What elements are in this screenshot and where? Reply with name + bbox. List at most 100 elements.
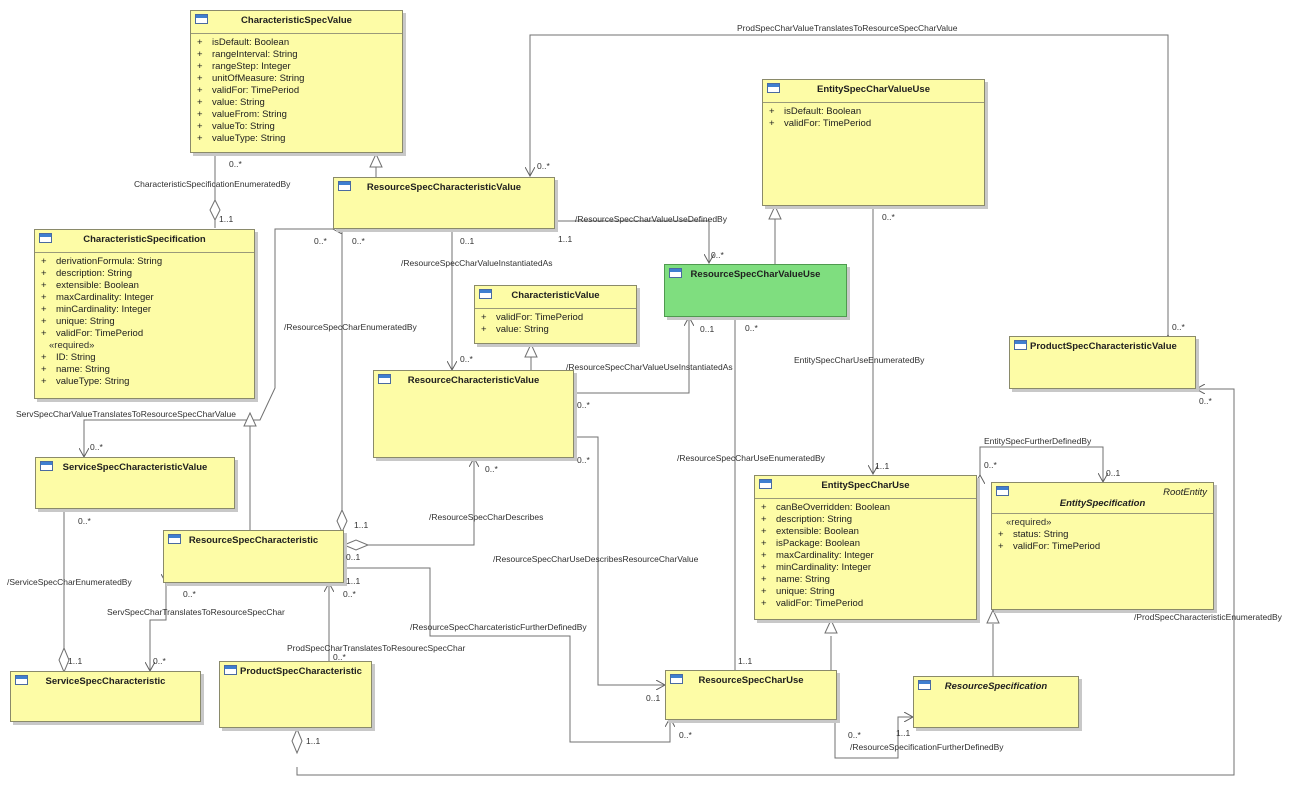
class-resource-specification[interactable]: ResourceSpecification	[913, 676, 1079, 728]
attribute-row: +canBeOverridden: Boolean	[761, 502, 972, 514]
class-entity-specification[interactable]: RootEntity EntitySpecification «required…	[991, 482, 1214, 610]
multiplicity: 0..*	[352, 236, 365, 246]
attribute-text: description: String	[776, 514, 853, 525]
class-resource-characteristic-value[interactable]: ResourceCharacteristicValue	[373, 370, 574, 458]
class-characteristic-specification[interactable]: CharacteristicSpecification +derivationF…	[34, 229, 255, 399]
attribute-text: status: String	[1013, 529, 1069, 540]
assoc-label: EntitySpecCharUseEnumeratedBy	[794, 355, 925, 365]
multiplicity: 1..1	[346, 576, 361, 586]
visibility-marker: +	[197, 49, 203, 60]
attribute-row: +unique: String	[41, 316, 250, 328]
assoc-label: /ResourceSpecCharValueUseDefinedBy	[575, 214, 727, 224]
assoc-label: /ResourceSpecCharcateristicFurtherDefine…	[410, 622, 587, 632]
attribute-text: minCardinality: Integer	[776, 562, 872, 573]
class-product-spec-characteristic[interactable]: ProductSpecCharacteristic	[219, 661, 372, 728]
multiplicity: 0..*	[229, 159, 242, 169]
attribute-row: +validFor: TimePeriod	[761, 598, 972, 610]
visibility-marker: +	[761, 598, 767, 609]
attribute-text: valueType: String	[56, 376, 130, 387]
required-attribute-list: +ID: String+name: String+valueType: Stri…	[41, 352, 250, 388]
attribute-row: +isDefault: Boolean	[769, 106, 980, 118]
attribute-text: isDefault: Boolean	[212, 37, 290, 48]
assoc-rscvu-defined-line	[555, 220, 709, 263]
assoc-prodspec-translates-line	[530, 34, 1168, 335]
class-resource-spec-char-use[interactable]: ResourceSpecCharUse	[665, 670, 837, 720]
multiplicity: 0..*	[78, 516, 91, 526]
visibility-marker: +	[41, 316, 47, 327]
attribute-text: name: String	[776, 574, 830, 585]
attribute-text: isDefault: Boolean	[784, 106, 862, 117]
multiplicity: 0..*	[1199, 396, 1212, 406]
visibility-marker: +	[769, 118, 775, 129]
class-icon	[39, 233, 52, 243]
multiplicity: 0..1	[700, 324, 715, 334]
assoc-label: /ResourceSpecCharValueUseInstantiatedAs	[566, 362, 733, 372]
multiplicity: 0..1	[1106, 468, 1121, 478]
attribute-text: validFor: TimePeriod	[784, 118, 872, 129]
multiplicity: 0..*	[745, 323, 758, 333]
class-service-spec-characteristic[interactable]: ServiceSpecCharacteristic	[10, 671, 201, 722]
attribute-row: +isPackage: Boolean	[761, 538, 972, 550]
class-service-spec-characteristic-value[interactable]: ServiceSpecCharacteristicValue	[35, 457, 235, 509]
class-resource-spec-characteristic-value[interactable]: ResourceSpecCharacteristicValue	[333, 177, 555, 229]
multiplicity: 0..*	[577, 400, 590, 410]
attribute-row: +ID: String	[41, 352, 250, 364]
visibility-marker: +	[481, 312, 487, 323]
attribute-row: +validFor: TimePeriod	[998, 541, 1209, 553]
attribute-text: value: String	[212, 97, 265, 108]
assoc-label: EntitySpecFurtherDefinedBy	[984, 436, 1092, 446]
attribute-text: rangeStep: Integer	[212, 61, 291, 72]
generalization-arrowhead	[824, 618, 838, 634]
multiplicity: 0..*	[183, 589, 196, 599]
class-resource-spec-characteristic[interactable]: ResourceSpecCharacteristic	[163, 530, 344, 583]
class-icon	[670, 674, 683, 684]
class-resource-spec-char-value-use[interactable]: ResourceSpecCharValueUse	[664, 264, 847, 317]
visibility-marker: +	[41, 304, 47, 315]
generalization-arrowhead	[369, 152, 383, 168]
attribute-text: description: String	[56, 268, 133, 279]
class-name: ResourceSpecification	[944, 681, 1048, 692]
visibility-marker: +	[197, 85, 203, 96]
multiplicity: 0..1	[646, 693, 661, 703]
assoc-label: ServSpecCharTranslatesToResourceSpecChar	[107, 607, 285, 617]
class-characteristic-value[interactable]: CharacteristicValue + validFor: TimePerio…	[474, 285, 637, 344]
attribute-text: derivationFormula: String	[56, 256, 163, 267]
class-icon	[378, 374, 391, 384]
visibility-marker: +	[761, 550, 767, 561]
assoc-label: CharacteristicSpecificationEnumeratedBy	[134, 179, 291, 189]
attribute-row: +valueFrom: String	[197, 109, 398, 121]
attribute-row: +value: String	[481, 324, 632, 336]
class-name: CharacteristicValue	[511, 290, 600, 301]
visibility-marker: +	[41, 364, 47, 375]
attribute-row: + status: String	[998, 529, 1209, 541]
attribute-text: validFor: TimePeriod	[212, 85, 300, 96]
visibility-marker: +	[998, 529, 1004, 540]
multiplicity: 0..*	[485, 464, 498, 474]
multiplicity: 0..*	[711, 250, 724, 260]
stereotype-group-label: «required»	[49, 340, 95, 351]
assoc-label: /ProdSpecCharacteristicEnumeratedBy	[1134, 612, 1282, 622]
attribute-text: valueTo: String	[212, 121, 275, 132]
class-entity-spec-char-use[interactable]: EntitySpecCharUse +canBeOverridden: Bool…	[754, 475, 977, 620]
attribute-row: +unique: String	[761, 586, 972, 598]
class-icon	[767, 83, 780, 93]
assoc-label: /ResourceSpecCharEnumeratedBy	[284, 322, 417, 332]
attribute-row: + value: String	[197, 97, 398, 109]
assoc-rsc-further-line	[344, 568, 670, 743]
attribute-text: maxCardinality: Integer	[56, 292, 154, 303]
visibility-marker: +	[197, 97, 203, 108]
assoc-rscvu-instantiated-line	[574, 317, 689, 393]
class-product-spec-characteristic-value[interactable]: ProductSpecCharacteristicValue	[1009, 336, 1196, 389]
attribute-row: + description: String	[41, 268, 250, 280]
visibility-marker: +	[197, 37, 203, 48]
class-icon	[918, 680, 931, 690]
class-icon	[1014, 340, 1027, 350]
attribute-row: + isDefault: Boolean	[197, 37, 398, 49]
attribute-text: validFor: TimePeriod	[496, 312, 584, 323]
attribute-row: + validFor: TimePeriod	[769, 118, 980, 130]
class-characteristic-spec-value[interactable]: CharacteristicSpecValue +isDefault: Bool…	[190, 10, 403, 153]
attribute-row: +minCardinality: Integer	[41, 304, 250, 316]
visibility-marker: +	[41, 268, 47, 279]
class-entity-spec-char-value-use[interactable]: EntitySpecCharValueUse +isDefault: Boole…	[762, 79, 985, 206]
